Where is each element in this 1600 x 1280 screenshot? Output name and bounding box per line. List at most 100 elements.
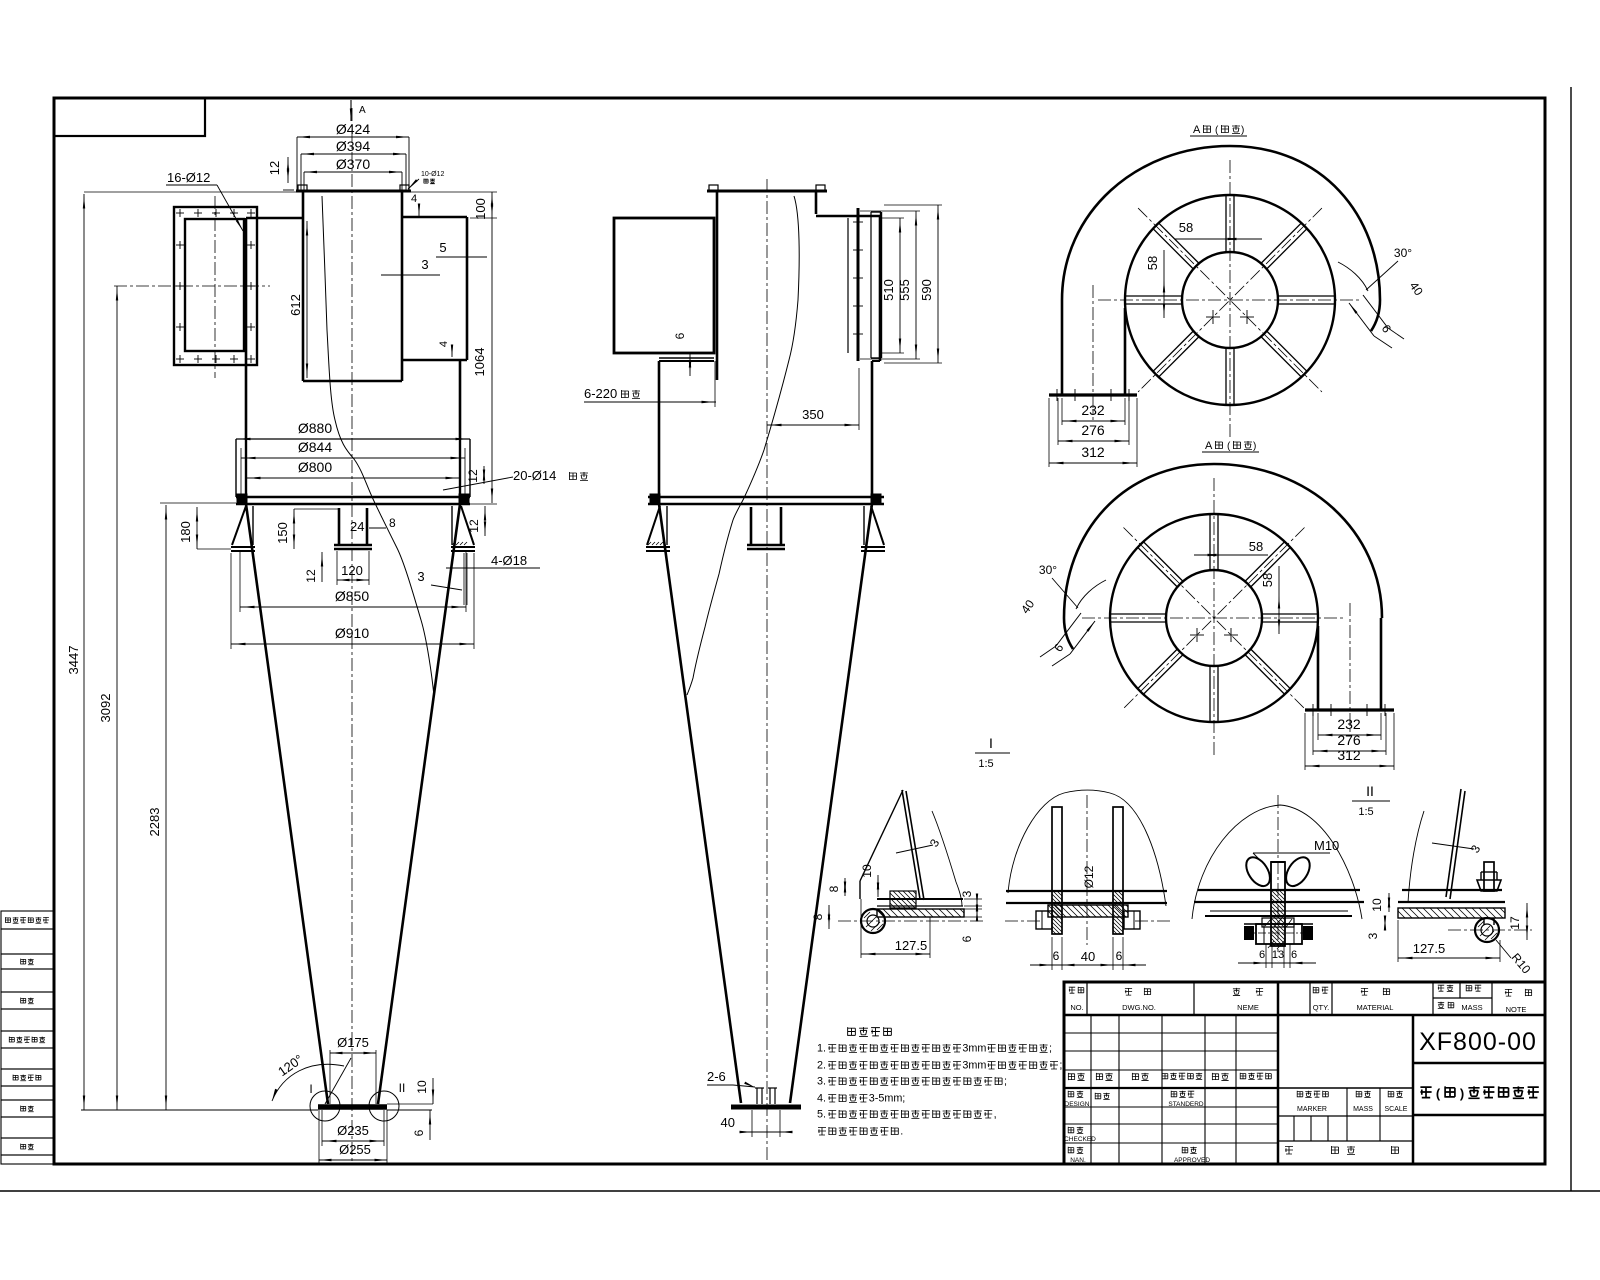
svg-text:3: 3 (1366, 932, 1380, 939)
svg-text:(: ( (1215, 125, 1219, 136)
svg-text:6: 6 (1259, 949, 1265, 961)
svg-text:12: 12 (267, 161, 282, 175)
svg-text:SCALE: SCALE (1385, 1106, 1408, 1113)
svg-text:40: 40 (1081, 949, 1095, 964)
svg-text:): ) (1460, 1086, 1464, 1101)
svg-text:Ø12: Ø12 (1082, 865, 1096, 888)
svg-text:Ø880: Ø880 (298, 420, 332, 436)
svg-text:(: ( (1436, 1086, 1441, 1101)
svg-text:1:5: 1:5 (1358, 806, 1373, 818)
svg-text:127.5: 127.5 (1413, 941, 1446, 956)
svg-text:5: 5 (439, 240, 446, 255)
svg-text:16-Ø12: 16-Ø12 (167, 170, 210, 185)
svg-text:Ø424: Ø424 (336, 121, 370, 137)
svg-text:DESIGN: DESIGN (1065, 1101, 1090, 1108)
svg-text:Ø235: Ø235 (337, 1123, 369, 1138)
svg-text:2-6: 2-6 (707, 1069, 726, 1084)
svg-text:232: 232 (1081, 402, 1105, 418)
svg-text:,: , (994, 1109, 997, 1121)
svg-text:NO.: NO. (1070, 1003, 1083, 1012)
svg-text:MARKER: MARKER (1297, 1106, 1327, 1113)
svg-text:;: ; (1004, 1076, 1007, 1088)
svg-text:1:5: 1:5 (978, 758, 993, 770)
svg-text:1.: 1. (817, 1043, 826, 1055)
svg-text:A: A (1193, 124, 1201, 136)
svg-text:STANDERD: STANDERD (1168, 1101, 1204, 1108)
svg-text:4.: 4. (817, 1093, 826, 1105)
svg-text:58: 58 (1260, 573, 1275, 587)
svg-text:;: ; (902, 1093, 905, 1105)
svg-text:3: 3 (960, 890, 974, 897)
svg-text:3mm: 3mm (962, 1060, 986, 1072)
svg-text:Ø394: Ø394 (336, 138, 370, 154)
svg-text:12: 12 (466, 469, 480, 483)
svg-text:276: 276 (1337, 732, 1361, 748)
svg-text:150: 150 (275, 522, 290, 544)
svg-text:6: 6 (1291, 949, 1297, 961)
svg-text:312: 312 (1081, 444, 1105, 460)
svg-text:M10: M10 (1314, 838, 1339, 853)
svg-text:MATERIAL: MATERIAL (1357, 1003, 1394, 1012)
svg-text:): ) (1253, 441, 1256, 452)
svg-text:5.: 5. (817, 1109, 826, 1121)
svg-text:NAN.: NAN. (1070, 1157, 1086, 1164)
svg-text:3092: 3092 (98, 694, 113, 723)
svg-text:3-5mm: 3-5mm (869, 1093, 903, 1105)
svg-text:30°: 30° (1394, 246, 1412, 260)
svg-text:A: A (1205, 440, 1213, 452)
svg-text:II: II (399, 1081, 406, 1095)
svg-text:276: 276 (1081, 422, 1105, 438)
svg-text:40: 40 (721, 1115, 735, 1130)
svg-text:DWG.NO.: DWG.NO. (1122, 1003, 1156, 1012)
svg-text:3mm: 3mm (962, 1043, 986, 1055)
svg-text:3: 3 (417, 569, 424, 584)
svg-text:12: 12 (304, 569, 318, 583)
svg-text:6: 6 (673, 332, 687, 339)
svg-text:I: I (989, 735, 993, 751)
svg-text:6: 6 (412, 1129, 426, 1136)
svg-text:100: 100 (473, 198, 488, 220)
svg-text:NOTE: NOTE (1506, 1005, 1527, 1014)
svg-text:I: I (309, 1082, 312, 1096)
svg-text:8: 8 (389, 516, 396, 530)
svg-text:MASS: MASS (1461, 1003, 1482, 1012)
svg-text:QTY.: QTY. (1313, 1003, 1330, 1012)
svg-text:6: 6 (1116, 949, 1123, 963)
svg-text:Ø370: Ø370 (336, 156, 370, 172)
svg-text:2.: 2. (817, 1060, 826, 1072)
svg-text:10: 10 (415, 1080, 429, 1094)
svg-text:Ø844: Ø844 (298, 439, 332, 455)
svg-text:10-Ø12: 10-Ø12 (421, 171, 444, 178)
svg-text:Ø255: Ø255 (339, 1142, 371, 1157)
svg-text:3: 3 (421, 257, 428, 272)
svg-text:.: . (900, 1126, 903, 1138)
svg-text:312: 312 (1337, 747, 1361, 763)
svg-text:10: 10 (860, 864, 874, 878)
svg-text:6: 6 (1053, 949, 1060, 963)
svg-text:3.: 3. (817, 1076, 826, 1088)
svg-text:A: A (359, 105, 366, 116)
svg-text:612: 612 (288, 294, 303, 316)
svg-text:180: 180 (178, 521, 193, 543)
svg-text:350: 350 (802, 407, 824, 422)
svg-text:8: 8 (827, 885, 841, 892)
svg-text:): ) (1241, 125, 1244, 136)
svg-text:APPROVED: APPROVED (1174, 1157, 1210, 1164)
svg-text:6: 6 (960, 935, 974, 942)
svg-text:232: 232 (1337, 716, 1361, 732)
svg-text:NEME: NEME (1237, 1003, 1259, 1012)
svg-text:4: 4 (411, 193, 417, 205)
svg-text:1064: 1064 (472, 348, 487, 377)
svg-text:510: 510 (881, 279, 896, 301)
svg-text:58: 58 (1145, 256, 1160, 270)
svg-text:3447: 3447 (66, 646, 81, 675)
svg-text:Ø800: Ø800 (298, 459, 332, 475)
svg-text:;: ; (1059, 1060, 1062, 1072)
svg-text:13: 13 (1272, 949, 1284, 961)
svg-text:XF800-00: XF800-00 (1419, 1028, 1537, 1056)
svg-text:(: ( (1227, 441, 1231, 452)
svg-text:MASS: MASS (1353, 1106, 1373, 1113)
svg-text:30°: 30° (1039, 563, 1057, 577)
svg-text:20-Ø14: 20-Ø14 (513, 468, 556, 483)
svg-text:590: 590 (919, 279, 934, 301)
